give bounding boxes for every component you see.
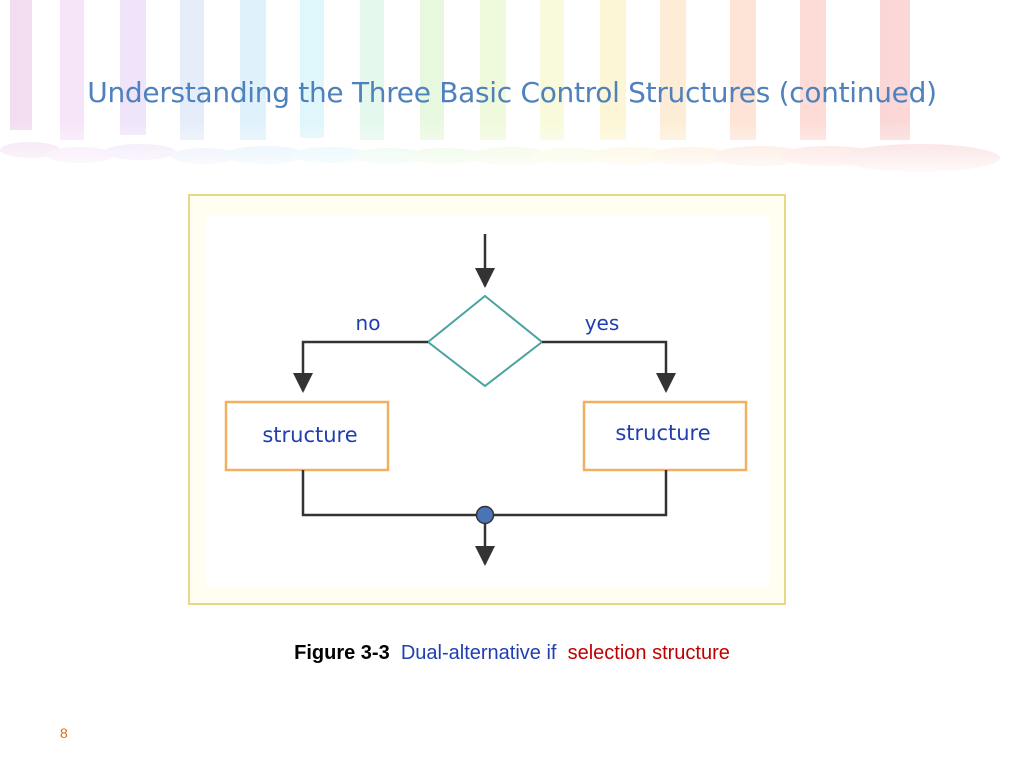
paint-drip-background xyxy=(0,0,1024,180)
left-structure-label: structure xyxy=(262,423,357,447)
right-structure-box xyxy=(582,400,748,472)
yes-branch-line xyxy=(542,340,676,393)
right-structure-label: structure xyxy=(615,421,710,445)
slide-title: Understanding the Three Basic Control St… xyxy=(87,76,937,109)
no-branch-line xyxy=(293,340,428,393)
caption-description: Dual-alternative if xyxy=(400,642,557,664)
selection-flowchart: no yes structure structure xyxy=(188,194,786,605)
left-structure-box xyxy=(224,400,390,472)
merge-connector xyxy=(475,505,495,525)
figure-caption: Figure 3-3 Dual-alternative if selection… xyxy=(0,642,1024,665)
page-number: 8 xyxy=(60,725,68,741)
decision-diamond xyxy=(426,294,544,388)
figure-label: Figure 3-3 xyxy=(294,642,390,664)
branch-no-label: no xyxy=(356,311,381,335)
caption-highlight: selection structure xyxy=(567,642,730,664)
branch-yes-label: yes xyxy=(585,311,620,335)
